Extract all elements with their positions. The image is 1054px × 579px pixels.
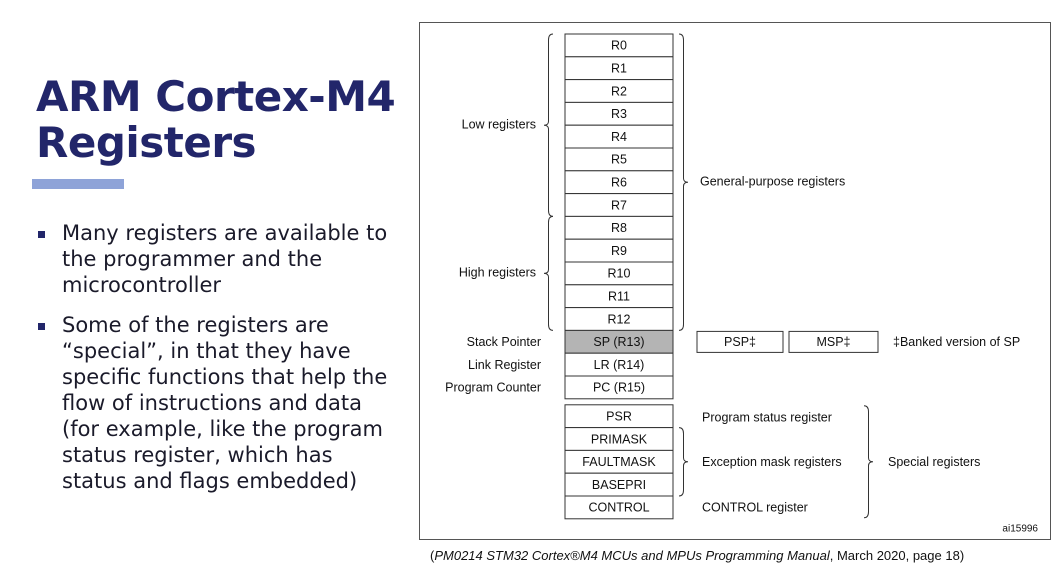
bullet-item: Many registers are available to the prog…	[36, 220, 396, 298]
bullet-marker-icon	[38, 231, 45, 238]
stack-pointer-label: Stack Pointer	[467, 335, 541, 349]
register-lr-label: LR (R14)	[594, 358, 645, 372]
register-control-label: CONTROL	[588, 501, 649, 515]
general-purpose-label: General-purpose registers	[700, 174, 845, 188]
program-counter-label: Program Counter	[445, 381, 541, 395]
program-status-register-label: Program status register	[702, 410, 832, 424]
caption-source: PM0214 STM32 Cortex®M4 MCUs and MPUs Pro…	[434, 548, 830, 563]
register-faultmask-label: FAULTMASK	[582, 455, 656, 469]
register-pc-label: PC (R15)	[593, 381, 645, 395]
register-r7-label: R7	[611, 198, 627, 212]
register-primask-label: PRIMASK	[591, 432, 648, 446]
register-r9-label: R9	[611, 244, 627, 258]
general-purpose-brace	[678, 33, 689, 331]
special-registers-brace	[863, 405, 874, 519]
register-r8-label: R8	[611, 221, 627, 235]
bullet-list: Many registers are available to the prog…	[36, 220, 396, 508]
title-underline-bar	[32, 179, 124, 189]
banked-sp-note: ‡Banked version of SP	[893, 335, 1020, 349]
link-register-label: Link Register	[468, 358, 541, 372]
bullet-text: Some of the registers are “special”, in …	[62, 313, 388, 493]
register-r2-label: R2	[611, 84, 627, 98]
control-register-label: CONTROL register	[702, 501, 808, 515]
register-sp-label: SP (R13)	[593, 335, 644, 349]
exception-mask-brace	[678, 427, 689, 497]
msp-register-box	[788, 330, 879, 353]
register-r6-label: R6	[611, 175, 627, 189]
figure-caption: (PM0214 STM32 Cortex®M4 MCUs and MPUs Pr…	[430, 548, 964, 563]
high-registers-brace	[543, 215, 554, 331]
special-registers-label: Special registers	[888, 455, 980, 469]
caption-rest: , March 2020, page 18)	[829, 548, 965, 563]
figure-id-label: ai15996	[1002, 524, 1038, 535]
high-registers-label: High registers	[459, 266, 536, 280]
register-control-box	[564, 495, 674, 520]
msp-register-label: MSP‡	[816, 335, 850, 349]
register-r4-label: R4	[611, 130, 627, 144]
register-r11-label: R11	[608, 289, 630, 303]
register-r1-label: R1	[611, 61, 627, 75]
slide-title: ARM Cortex-M4 Registers	[36, 72, 396, 167]
register-pc-box	[564, 375, 674, 400]
register-r0-label: R0	[611, 39, 627, 53]
bullet-marker-icon	[38, 323, 45, 330]
register-r5-label: R5	[611, 153, 627, 167]
low-registers-label: Low registers	[462, 117, 536, 131]
register-psr-label: PSR	[606, 409, 632, 423]
bullet-text: Many registers are available to the prog…	[62, 221, 388, 297]
low-registers-brace	[543, 33, 554, 217]
register-basepri-label: BASEPRI	[592, 478, 646, 492]
psp-register-label: PSP‡	[724, 335, 756, 349]
register-r12-label: R12	[608, 312, 631, 326]
register-r10-label: R10	[608, 267, 631, 281]
bullet-item: Some of the registers are “special”, in …	[36, 312, 396, 494]
register-r3-label: R3	[611, 107, 627, 121]
exception-mask-registers-label: Exception mask registers	[702, 455, 842, 469]
caption-open: (	[430, 548, 435, 563]
psp-register-box	[696, 330, 784, 353]
